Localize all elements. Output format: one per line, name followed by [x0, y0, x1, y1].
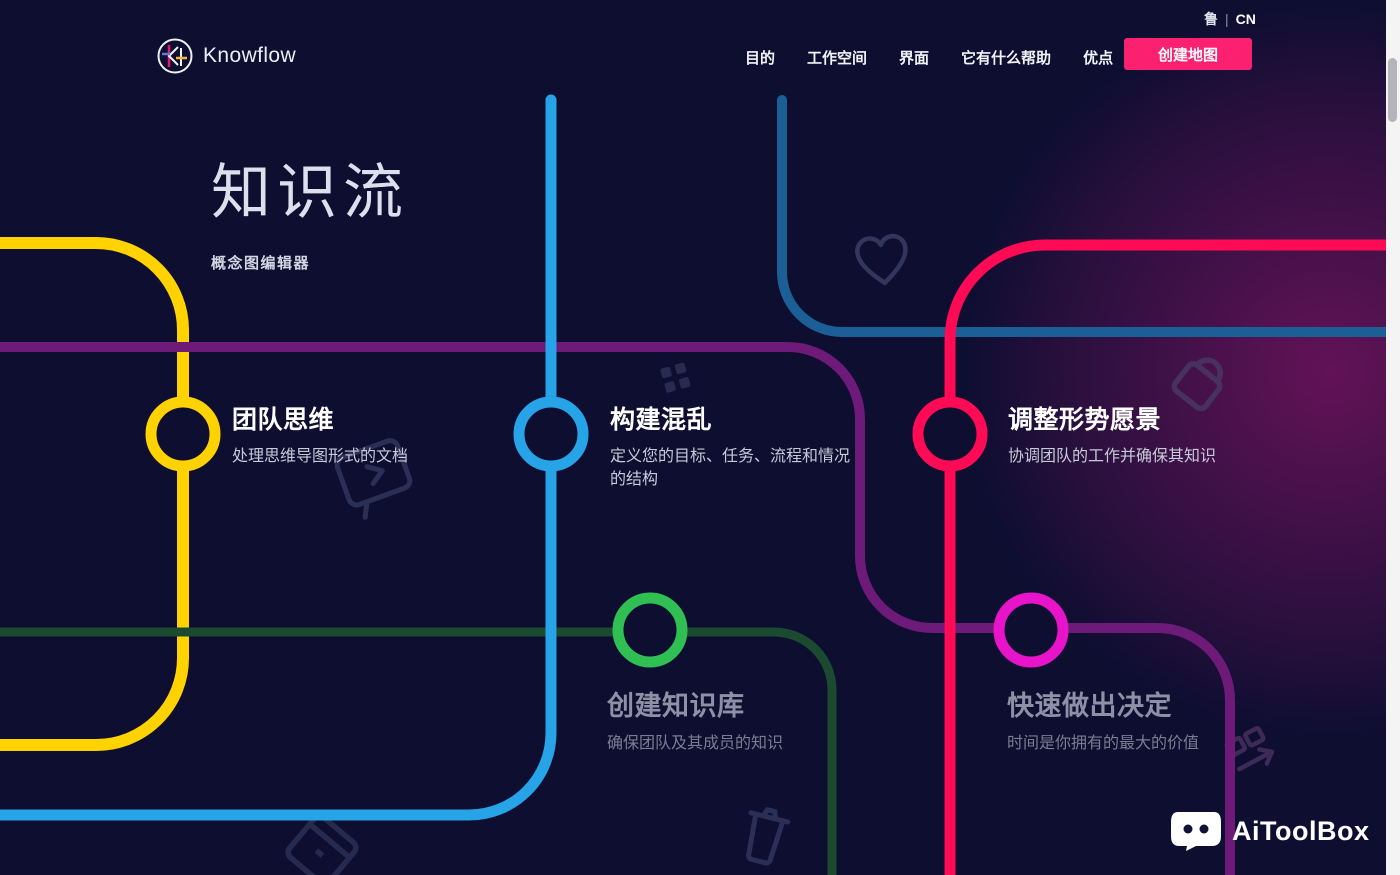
page-title: 知识流: [211, 159, 409, 226]
station-fast-decisions: [993, 592, 1069, 668]
language-option-primary[interactable]: 鲁: [1204, 11, 1218, 27]
feature-align-vision: 调整形势愿景 协调团队的工作并确保其知识: [1008, 400, 1338, 468]
feature-subtitle: 确保团队及其成员的知识: [607, 735, 784, 752]
nav-item-advantages[interactable]: 优点: [1083, 50, 1114, 67]
language-separator: |: [1225, 11, 1229, 27]
brand[interactable]: Knowflow: [156, 37, 296, 75]
feature-title: 创建知识库: [607, 691, 745, 721]
metro-line-bright-blue: [0, 94, 557, 821]
station-structure-chaos: [513, 396, 589, 472]
feature-subtitle: 定义您的目标、任务、流程和情况的结构: [610, 448, 851, 489]
knowflow-logo-icon: [157, 38, 193, 74]
nav-item-workspace[interactable]: 工作空间: [807, 50, 868, 67]
presentation-board-icon: [334, 438, 413, 520]
feature-title: 调整形势愿景: [1008, 406, 1162, 434]
hero: 知识流 概念图编辑器: [211, 160, 409, 273]
feature-fast-decisions: 快速做出决定 时间是你拥有的最大的价值: [1007, 684, 1337, 755]
feature-team-thinking: 团队思维 处理思维导图形式的文档: [232, 400, 532, 468]
station-align-vision: [912, 396, 988, 472]
metro-line-dim-green: [0, 627, 837, 875]
language-switcher: 鲁 | CN: [1204, 9, 1256, 29]
feature-subtitle: 协调团队的工作并确保其知识: [1008, 448, 1217, 465]
nav-item-purpose[interactable]: 目的: [745, 50, 776, 67]
scrollbar-thumb[interactable]: [1388, 58, 1397, 122]
page-scrollbar[interactable]: [1386, 0, 1400, 875]
metro-line-dark-blue: [777, 95, 1400, 337]
nav-item-interface[interactable]: 界面: [899, 50, 930, 67]
robot-icon: [1171, 812, 1221, 851]
aitoolbox-watermark: AiToolBox: [1170, 810, 1369, 852]
feature-title: 快速做出决定: [1007, 691, 1172, 721]
create-map-button[interactable]: 创建地图: [1124, 38, 1252, 70]
watermark-label: AiToolBox: [1232, 815, 1370, 846]
nav-item-how-it-helps[interactable]: 它有什么帮助: [961, 50, 1052, 67]
feature-subtitle: 处理思维导图形式的文档: [232, 448, 409, 465]
grid-dots-icon: [660, 362, 691, 393]
page-subtitle: 概念图编辑器: [211, 255, 311, 272]
metro-line-purple: [0, 342, 1235, 875]
feature-title: 团队思维: [232, 406, 335, 434]
language-option-cn[interactable]: CN: [1235, 11, 1256, 27]
feature-structure-chaos: 构建混乱 定义您的目标、任务、流程和情况的结构: [610, 400, 852, 491]
station-team-thinking: [145, 396, 221, 472]
metro-line-crimson: [944, 239, 1400, 875]
box-icon: [285, 813, 359, 875]
feature-subtitle: 时间是你拥有的最大的价值: [1007, 735, 1200, 752]
feature-knowledge-base: 创建知识库 确保团队及其成员的知识: [607, 684, 907, 755]
main-nav: 目的 工作空间 界面 它有什么帮助 优点: [745, 47, 1113, 68]
lock-icon: [1171, 357, 1223, 412]
metro-line-yellow: [0, 237, 189, 751]
station-knowledge-base: [612, 592, 688, 668]
trash-icon: [746, 807, 791, 866]
header: Knowflow 目的 工作空间 界面 它有什么帮助 优点 鲁 | CN 创建地…: [0, 0, 1400, 100]
heart-icon: [855, 233, 908, 286]
brand-name: Knowflow: [203, 44, 297, 67]
feature-title: 构建混乱: [610, 406, 713, 434]
